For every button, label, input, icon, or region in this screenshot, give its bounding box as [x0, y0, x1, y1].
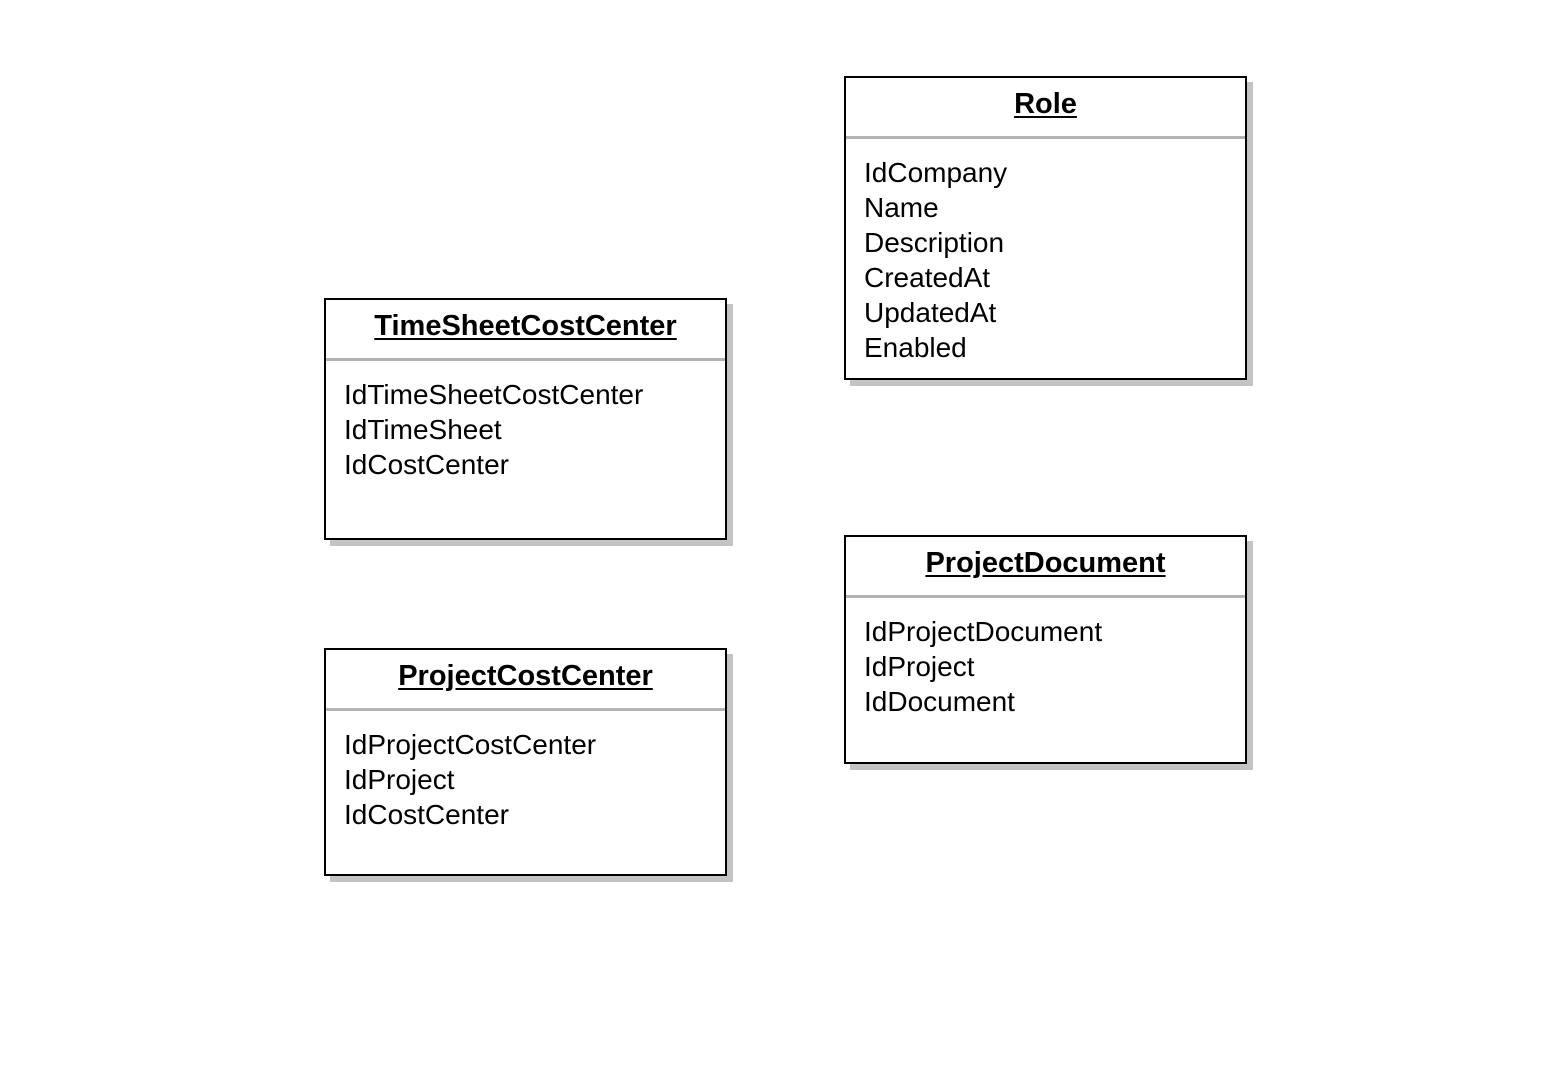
- entity-attribute: CreatedAt: [864, 262, 991, 293]
- entity-attribute: IdDocument: [864, 686, 1015, 717]
- entity-attribute: IdProject: [864, 651, 975, 682]
- entity-projectdocument[interactable]: ProjectDocument IdProjectDocument IdProj…: [844, 535, 1247, 764]
- entity-timesheetcostcenter[interactable]: TimeSheetCostCenter IdTimeSheetCostCente…: [324, 298, 727, 540]
- entity-header: ProjectCostCenter: [326, 650, 725, 711]
- entity-title: Role: [1014, 88, 1077, 120]
- entity-attribute: IdTimeSheetCostCenter: [344, 379, 644, 410]
- entity-attribute-list: IdProjectDocument IdProject IdDocument: [846, 598, 1245, 719]
- entity-attribute-list: IdProjectCostCenter IdProject IdCostCent…: [326, 711, 725, 832]
- entity-role[interactable]: Role IdCompany Name Description CreatedA…: [844, 76, 1247, 380]
- entity-attribute: IdCompany: [864, 157, 1008, 188]
- entity-attribute: Enabled: [864, 332, 967, 363]
- entity-attribute: IdProjectDocument: [864, 616, 1103, 647]
- entity-header: TimeSheetCostCenter: [326, 300, 725, 361]
- entity-attribute-list: IdCompany Name Description CreatedAt Upd…: [846, 139, 1245, 365]
- entity-attribute-list: IdTimeSheetCostCenter IdTimeSheet IdCost…: [326, 361, 725, 482]
- entity-attribute: UpdatedAt: [864, 297, 997, 328]
- entity-attribute: Name: [864, 192, 939, 223]
- entity-title: ProjectDocument: [925, 547, 1166, 579]
- entity-attribute: IdCostCenter: [344, 449, 509, 480]
- entity-title: ProjectCostCenter: [398, 660, 653, 692]
- entity-title: TimeSheetCostCenter: [374, 310, 677, 342]
- entity-attribute: IdCostCenter: [344, 799, 509, 830]
- entity-attribute: IdProject: [344, 764, 455, 795]
- entity-attribute: IdTimeSheet: [344, 414, 502, 445]
- entity-projectcostcenter[interactable]: ProjectCostCenter IdProjectCostCenter Id…: [324, 648, 727, 876]
- entity-header: ProjectDocument: [846, 537, 1245, 598]
- entity-attribute: IdProjectCostCenter: [344, 729, 597, 760]
- entity-header: Role: [846, 78, 1245, 139]
- entity-attribute: Description: [864, 227, 1005, 258]
